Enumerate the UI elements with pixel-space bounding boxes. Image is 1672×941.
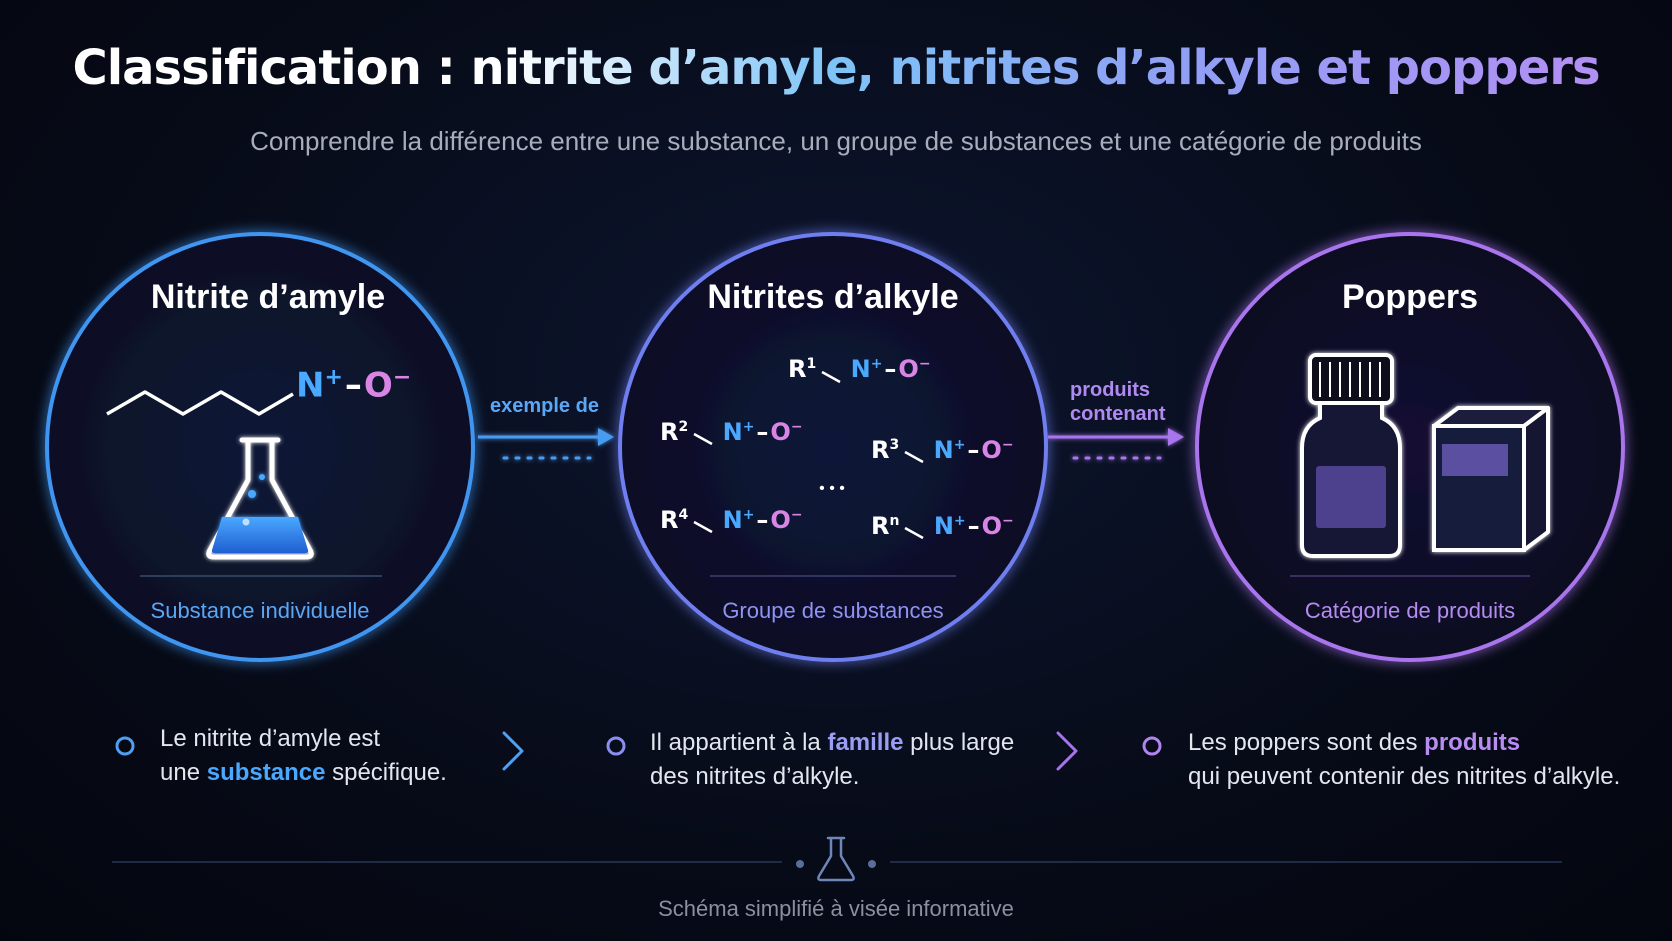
r-group-ellipsis: • • • (819, 480, 845, 497)
circle-title-substance: Nitrite d’amyle (150, 278, 386, 316)
r-group-1: R1 N+–O− (788, 355, 931, 383)
circle-title-category: Poppers (1341, 278, 1479, 316)
page-subtitle: Comprendre la différence entre une subst… (250, 126, 1422, 156)
arrow-label-products: produits contenant (1070, 379, 1166, 425)
description-group: Il appartient à la famille plus large de… (650, 729, 1015, 790)
amyl-charge-plus: + (324, 365, 343, 390)
description-category: Les poppers sont des produits qui peuven… (1188, 729, 1621, 790)
amyl-bond: – (344, 365, 362, 406)
circle-label-group: Groupe de substances (722, 598, 944, 623)
r-group-bonds (693, 370, 924, 540)
circle-substance (45, 232, 475, 662)
circle-label-category: Catégorie de produits (1304, 598, 1516, 623)
flask-icon (206, 437, 314, 560)
arrow-products-containing (1048, 428, 1184, 460)
amyl-nitrite-group: N+–O− (296, 365, 411, 405)
footer-flask-icon (817, 836, 855, 882)
circle-label-substance: Substance individuelle (150, 598, 370, 623)
bottle-icon (1300, 353, 1402, 558)
r-group-2: R2 N+–O− (660, 418, 803, 446)
circle-group (618, 232, 1048, 662)
arrow-example-of (478, 428, 614, 460)
circle-title-group: Nitrites d’alkyle (707, 278, 959, 316)
chevron-right-icon (502, 731, 524, 771)
amyl-charge-minus: − (392, 365, 412, 390)
bullet-2 (606, 736, 626, 756)
bullet-1 (115, 736, 135, 756)
amyl-o: O (363, 365, 393, 406)
description-substance: Le nitrite d’amyle est une substance spé… (160, 725, 447, 786)
r-group-3: R3 N+–O− (871, 436, 1014, 464)
arrow-label-example: exemple de (490, 395, 599, 417)
footer-note: Schéma simplifié à visée informative (658, 896, 1014, 921)
footer-divider (112, 836, 1562, 882)
page-title: Classification : nitrite d’amyle, nitrit… (0, 40, 1672, 96)
box-icon (1432, 406, 1550, 552)
r-group-n: Rn N+–O− (871, 512, 1014, 540)
r-group-4: R4 N+–O− (660, 506, 803, 534)
amyl-n: N (296, 365, 325, 406)
chevron-right-icon-2 (1056, 731, 1078, 771)
amyl-chain (106, 390, 294, 416)
bullet-3 (1142, 736, 1162, 756)
